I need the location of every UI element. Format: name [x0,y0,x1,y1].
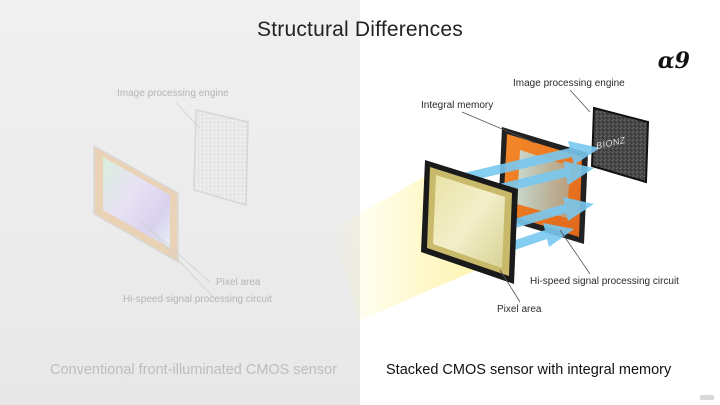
page-title: Structural Differences [257,18,463,41]
left-label-pixel-area: Pixel area [216,277,261,288]
right-label-integral-memory: Integral memory [421,100,494,111]
left-panel [0,0,360,405]
left-label-hi-speed-signal-circuit: Hi-speed signal processing circuit [123,294,272,305]
corner-mark [700,395,714,400]
pixel-area-chip [421,160,518,284]
left-leader-lines [139,102,216,300]
right-label-pixel-area: Pixel area [497,304,542,315]
right-label-hi-speed-signal-circuit: Hi-speed signal processing circuit [530,276,679,287]
left-sensor-chip [93,144,179,264]
right-leader-lines [461,89,591,303]
right-label-image-processing-engine: Image processing engine [513,78,625,89]
left-image-processing-engine-chip [193,109,249,206]
alpha9-logo: α9 [657,48,690,74]
left-caption: Conventional front-illuminated CMOS sens… [50,362,337,378]
left-label-image-processing-engine: Image processing engine [117,88,229,99]
right-caption: Stacked CMOS sensor with integral memory [386,362,672,378]
